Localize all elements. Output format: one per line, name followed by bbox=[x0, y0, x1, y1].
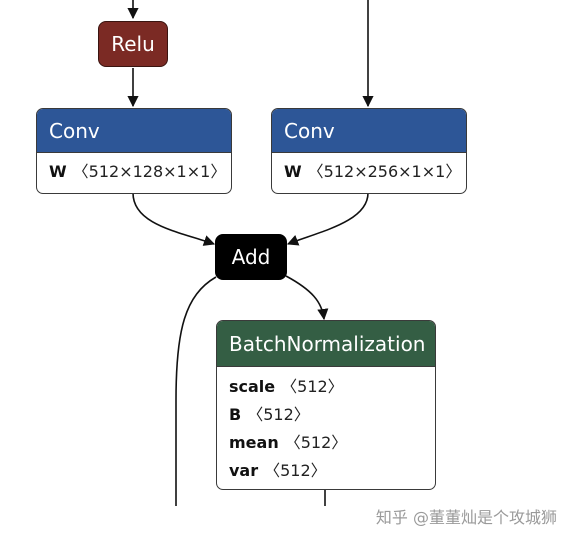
attr-key: var bbox=[229, 461, 259, 480]
batchnorm-node[interactable]: BatchNormalization scale 〈512〉 B 〈512〉 mea… bbox=[216, 320, 436, 490]
attr-key: B bbox=[229, 405, 242, 424]
batchnorm-attr-scale: scale 〈512〉 bbox=[217, 373, 435, 401]
add-label: Add bbox=[231, 245, 271, 269]
attr-value: 〈512×256×1×1〉 bbox=[307, 162, 462, 181]
attr-key: scale bbox=[229, 377, 276, 396]
batchnorm-attr-b: B 〈512〉 bbox=[217, 401, 435, 429]
attr-key: W bbox=[284, 162, 302, 181]
edge-conv-right-to-add bbox=[286, 192, 369, 246]
conv-right-title: Conv bbox=[284, 118, 335, 143]
attr-value: 〈512〉 bbox=[247, 405, 310, 424]
watermark: 知乎 @董董灿是个攻城狮 bbox=[375, 508, 557, 527]
edge-add-to-batchnorm bbox=[285, 275, 329, 321]
conv-left-attr-w: W 〈512×128×1×1〉 bbox=[37, 153, 231, 191]
attr-value: 〈512×128×1×1〉 bbox=[72, 162, 227, 181]
attr-key: mean bbox=[229, 433, 279, 452]
edge-add-to-downstream bbox=[175, 276, 217, 506]
conv-right-header: Conv bbox=[272, 109, 466, 153]
conv-left-header: Conv bbox=[37, 109, 231, 153]
batchnorm-attr-mean: mean 〈512〉 bbox=[217, 429, 435, 457]
attr-value: 〈512〉 bbox=[281, 377, 344, 396]
conv-left-node[interactable]: Conv W 〈512×128×1×1〉 bbox=[36, 108, 232, 194]
conv-right-node[interactable]: Conv W 〈512×256×1×1〉 bbox=[271, 108, 467, 194]
batchnorm-title: BatchNormalization bbox=[229, 331, 426, 356]
edge-conv-left-to-add bbox=[132, 192, 216, 246]
conv-left-title: Conv bbox=[49, 118, 100, 143]
batchnorm-header: BatchNormalization bbox=[217, 321, 435, 367]
relu-label: Relu bbox=[111, 32, 155, 56]
attr-key: W bbox=[49, 162, 67, 181]
add-node[interactable]: Add bbox=[215, 234, 287, 280]
relu-node[interactable]: Relu bbox=[98, 21, 168, 67]
attr-value: 〈512〉 bbox=[284, 433, 348, 452]
attr-value: 〈512〉 bbox=[264, 461, 327, 480]
batchnorm-attr-var: var 〈512〉 bbox=[217, 457, 435, 485]
conv-right-attr-w: W 〈512×256×1×1〉 bbox=[272, 153, 466, 191]
